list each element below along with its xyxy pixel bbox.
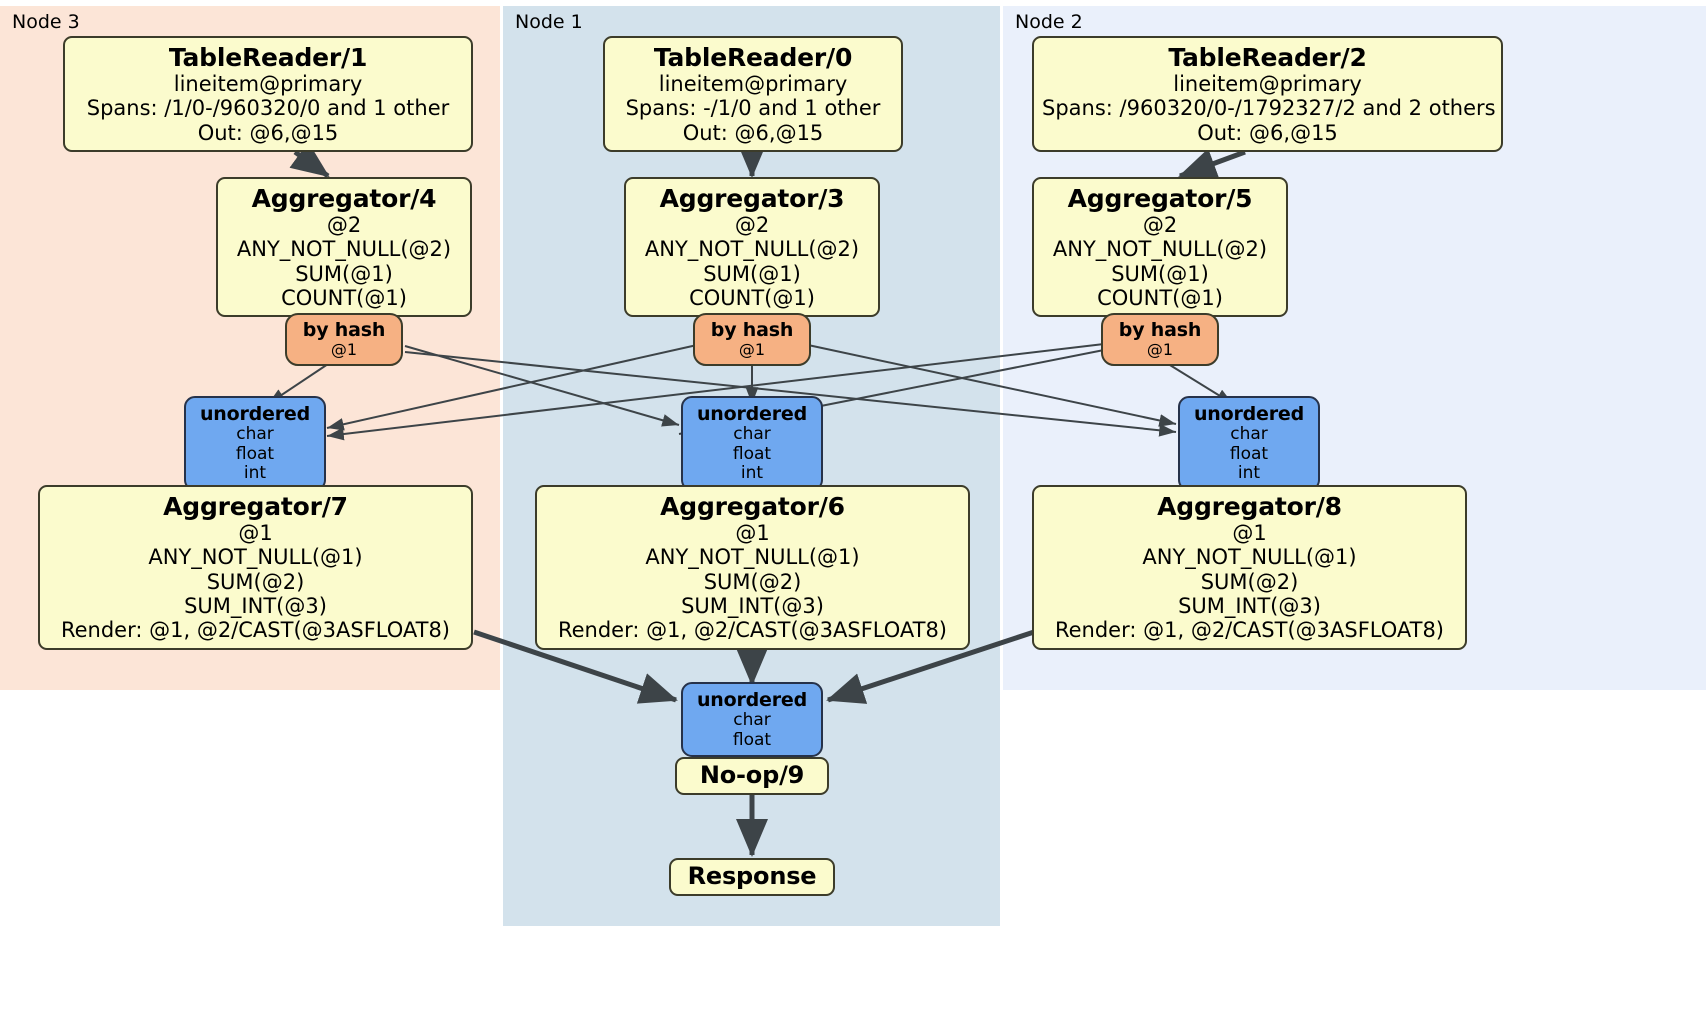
router-unordered-mid[interactable]: unordered char float int — [681, 396, 823, 492]
node-region-label-node2: Node 2 — [1015, 11, 1083, 33]
processor-line-render: Render: @1, @2/CAST(@3ASFLOAT8) — [60, 618, 451, 643]
processor-line-spans: Spans: -/1/0 and 1 other — [625, 96, 881, 121]
processor-table-reader-0[interactable]: TableReader/0 lineitem@primary Spans: -/… — [603, 36, 903, 153]
processor-line-group: @2 — [326, 213, 362, 237]
processor-line-render: Render: @1, @2/CAST(@3ASFLOAT8) — [1054, 618, 1445, 643]
processor-line-table: lineitem@primary — [173, 72, 363, 96]
router-title: by hash — [1118, 319, 1202, 341]
router-type-2: float — [235, 443, 275, 464]
processor-line-agg-1: ANY_NOT_NULL(@2) — [236, 237, 452, 262]
router-unordered-final[interactable]: unordered char float — [681, 682, 823, 758]
router-by-hash-right[interactable]: by hash @1 — [1101, 313, 1219, 366]
processor-aggregator-3[interactable]: Aggregator/3 @2 ANY_NOT_NULL(@2) SUM(@1)… — [624, 177, 880, 318]
processor-line-table: lineitem@primary — [1173, 72, 1362, 96]
processor-line-out: Out: @6,@15 — [682, 120, 824, 145]
router-column: @1 — [330, 340, 358, 360]
processor-line-out: Out: @6,@15 — [1197, 120, 1338, 145]
router-type-1: char — [236, 424, 274, 445]
processor-line-agg-2: SUM(@1) — [703, 261, 801, 286]
router-type-1: char — [1230, 424, 1268, 445]
processor-title: Aggregator/5 — [1067, 184, 1253, 213]
processor-line-render: Render: @1, @2/CAST(@3ASFLOAT8) — [557, 618, 948, 643]
processor-line-agg-3: COUNT(@1) — [689, 286, 815, 311]
node-region-label-node3: Node 3 — [12, 11, 80, 33]
router-type-1: char — [733, 710, 771, 731]
processor-title: Response — [687, 862, 817, 890]
processor-title: TableReader/2 — [1168, 43, 1367, 72]
router-type-2: float — [732, 443, 772, 464]
processor-line-agg-3: SUM_INT(@3) — [184, 594, 327, 619]
router-unordered-right[interactable]: unordered char float int — [1178, 396, 1320, 492]
processor-line-agg-1: ANY_NOT_NULL(@2) — [1052, 237, 1268, 262]
router-unordered-left[interactable]: unordered char float int — [184, 396, 326, 492]
processor-title: No-op/9 — [699, 761, 805, 789]
router-column: @1 — [1146, 340, 1174, 360]
processor-noop-9[interactable]: No-op/9 — [675, 757, 829, 795]
processor-line-out: Out: @6,@15 — [197, 120, 339, 145]
processor-title: TableReader/1 — [168, 43, 368, 72]
processor-line-group: @2 — [1142, 213, 1178, 237]
router-title: by hash — [710, 319, 794, 341]
router-type-2: float — [1229, 443, 1269, 464]
processor-line-group: @1 — [238, 521, 273, 545]
processor-line-agg-1: ANY_NOT_NULL(@1) — [148, 545, 363, 570]
router-title: unordered — [199, 403, 311, 425]
processor-aggregator-4[interactable]: Aggregator/4 @2 ANY_NOT_NULL(@2) SUM(@1)… — [216, 177, 472, 318]
processor-line-agg-2: SUM(@2) — [1200, 569, 1299, 594]
processor-title: TableReader/0 — [653, 43, 853, 72]
router-type-3: int — [1237, 463, 1261, 484]
router-title: by hash — [302, 319, 386, 341]
processor-aggregator-7[interactable]: Aggregator/7 @1 ANY_NOT_NULL(@1) SUM(@2)… — [38, 485, 473, 650]
processor-line-agg-1: ANY_NOT_NULL(@2) — [644, 237, 860, 262]
processor-line-agg-2: SUM(@1) — [1111, 261, 1209, 286]
processor-aggregator-8[interactable]: Aggregator/8 @1 ANY_NOT_NULL(@1) SUM(@2)… — [1032, 485, 1467, 650]
processor-line-group: @1 — [735, 521, 770, 545]
processor-line-agg-3: COUNT(@1) — [1097, 286, 1223, 311]
processor-title: Aggregator/7 — [163, 492, 348, 521]
processor-line-agg-3: SUM_INT(@3) — [681, 594, 824, 619]
processor-line-agg-3: COUNT(@1) — [281, 286, 407, 311]
node-region-label-node1: Node 1 — [515, 11, 583, 33]
processor-title: Aggregator/4 — [251, 184, 437, 213]
processor-line-agg-1: ANY_NOT_NULL(@1) — [645, 545, 860, 570]
processor-line-table: lineitem@primary — [658, 72, 848, 96]
router-by-hash-mid[interactable]: by hash @1 — [693, 313, 811, 366]
router-type-3: int — [243, 463, 267, 484]
processor-line-agg-2: SUM(@2) — [703, 569, 802, 594]
processor-aggregator-6[interactable]: Aggregator/6 @1 ANY_NOT_NULL(@1) SUM(@2)… — [535, 485, 970, 650]
router-type-2: float — [732, 729, 772, 750]
processor-line-agg-2: SUM(@1) — [295, 261, 393, 286]
processor-line-spans: Spans: /960320/0-/1792327/2 and 2 others — [1042, 96, 1496, 121]
processor-table-reader-1[interactable]: TableReader/1 lineitem@primary Spans: /1… — [63, 36, 473, 153]
processor-line-group: @2 — [734, 213, 770, 237]
router-title: unordered — [696, 689, 808, 711]
router-column: @1 — [738, 340, 766, 360]
router-type-1: char — [733, 424, 771, 445]
router-title: unordered — [696, 403, 808, 425]
router-type-3: int — [740, 463, 764, 484]
processor-line-spans: Spans: /1/0-/960320/0 and 1 other — [86, 96, 450, 121]
processor-title: Aggregator/6 — [660, 492, 845, 521]
processor-line-group: @1 — [1232, 521, 1267, 545]
router-by-hash-left[interactable]: by hash @1 — [285, 313, 403, 366]
processor-aggregator-5[interactable]: Aggregator/5 @2 ANY_NOT_NULL(@2) SUM(@1)… — [1032, 177, 1288, 318]
processor-title: Aggregator/8 — [1157, 492, 1342, 521]
processor-table-reader-2[interactable]: TableReader/2 lineitem@primary Spans: /9… — [1032, 36, 1503, 153]
processor-title: Aggregator/3 — [659, 184, 845, 213]
router-title: unordered — [1193, 403, 1305, 425]
processor-line-agg-1: ANY_NOT_NULL(@1) — [1142, 545, 1357, 570]
processor-line-agg-3: SUM_INT(@3) — [1178, 594, 1321, 619]
processor-response[interactable]: Response — [669, 858, 835, 896]
processor-line-agg-2: SUM(@2) — [206, 569, 305, 594]
